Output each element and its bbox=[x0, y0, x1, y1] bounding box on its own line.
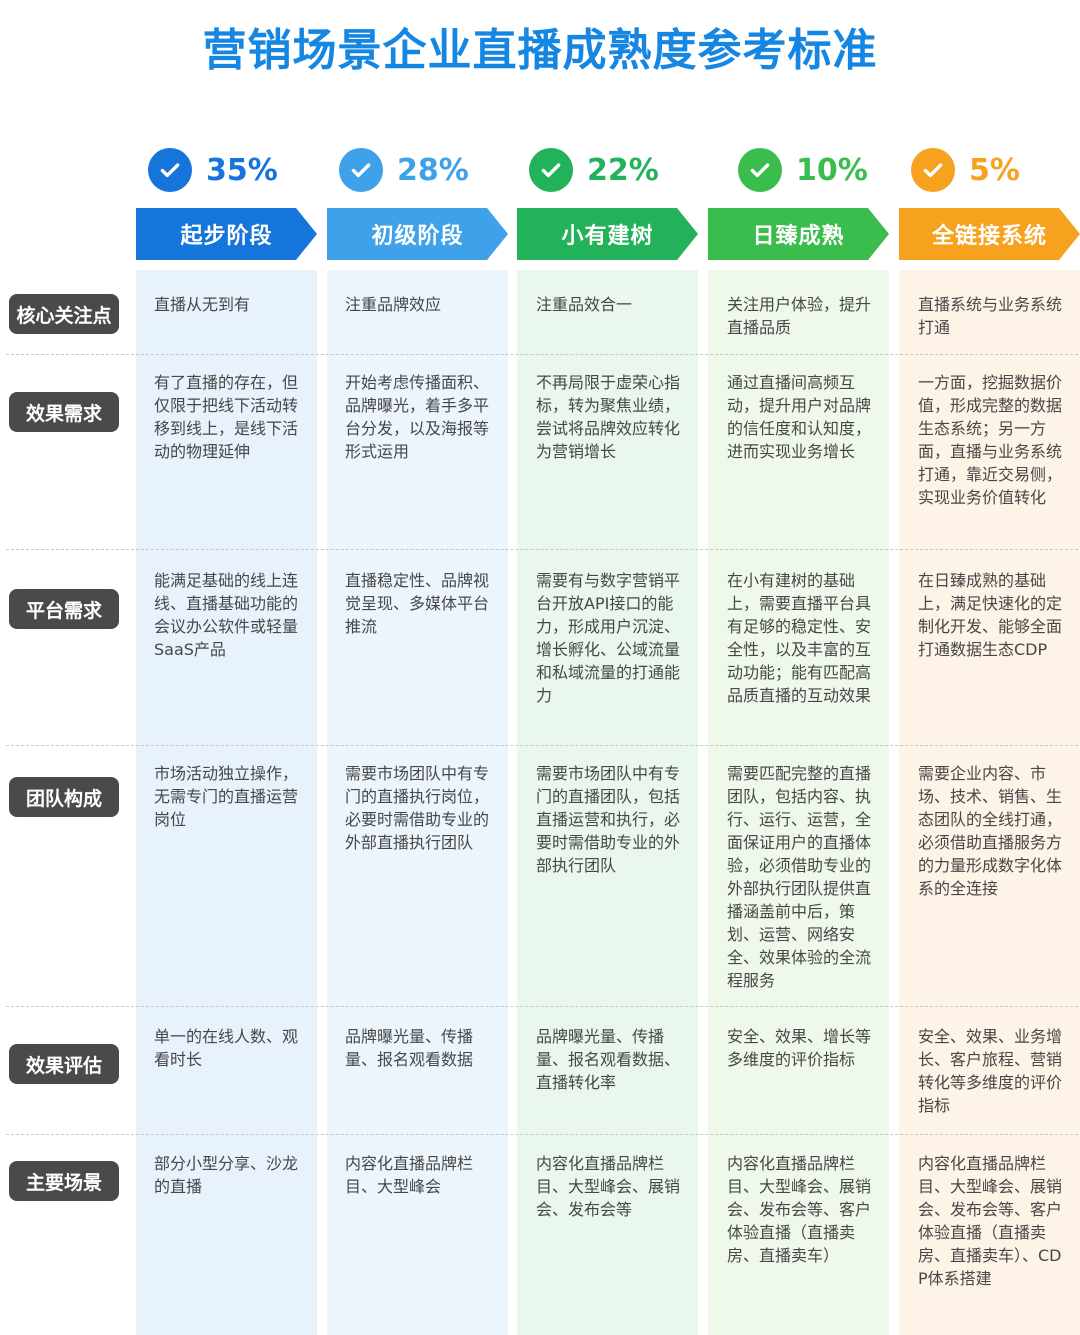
stage-label-1: 起步阶段 bbox=[136, 208, 317, 260]
cell-focus-3: 注重品效合一 bbox=[536, 295, 633, 314]
cell-platform-5: 在日臻成熟的基础上，满足快速化的定制化开发、能够全面打通数据生态CDP bbox=[918, 571, 1063, 659]
row-divider bbox=[6, 745, 1078, 746]
cell-scenario-1: 部分小型分享、沙龙的直播 bbox=[154, 1154, 299, 1196]
cell-focus-1: 直播从无到有 bbox=[154, 295, 251, 314]
percent-value: 22% bbox=[587, 152, 659, 188]
stage-label-4: 日臻成熟 bbox=[708, 208, 889, 260]
stage-percent-2: 28% bbox=[327, 147, 508, 193]
row-label-platform-needs: 平台需求 bbox=[9, 589, 119, 629]
cell-scenario-3: 内容化直播品牌栏目、大型峰会、展销会、发布会等 bbox=[536, 1154, 681, 1219]
cell-evaluation-3: 品牌曝光量、传播量、报名观看数据、直播转化率 bbox=[536, 1027, 681, 1092]
column-background-5 bbox=[899, 270, 1080, 1335]
column-background-4 bbox=[708, 270, 889, 1335]
stage-label-3: 小有建树 bbox=[517, 208, 698, 260]
cell-platform-1: 能满足基础的线上连线、直播基础功能的会议办公软件或轻量SaaS产品 bbox=[154, 571, 299, 659]
cell-effect-4: 通过直播间高频互动，提升用户对品牌的信任度和认知度，进而实现业务增长 bbox=[727, 373, 872, 461]
cell-platform-2: 直播稳定性、品牌视觉呈现、多媒体平台推流 bbox=[345, 571, 490, 636]
percent-value: 28% bbox=[397, 152, 469, 188]
row-label-focus: 核心关注点 bbox=[9, 294, 119, 334]
cell-team-2: 需要市场团队中有专门的直播执行岗位，必要时需借助专业的外部直播执行团队 bbox=[345, 764, 490, 852]
stage-label-5: 全链接系统 bbox=[899, 208, 1080, 260]
cell-platform-3: 需要有与数字营销平台开放API接口的能力，形成用户沉淀、增长孵化、公域流量和私域… bbox=[536, 571, 681, 705]
stage-percent-4: 10% bbox=[726, 147, 907, 193]
check-circle-icon bbox=[911, 148, 955, 192]
cell-team-5: 需要企业内容、市场、技术、销售、生态团队的全线打通，必须借助直播服务方的力量形成… bbox=[918, 764, 1063, 898]
check-circle-icon bbox=[148, 148, 192, 192]
column-background-1 bbox=[136, 270, 317, 1335]
stage-label-2: 初级阶段 bbox=[327, 208, 508, 260]
cell-focus-2: 注重品牌效应 bbox=[345, 295, 442, 314]
row-label-team: 团队构成 bbox=[9, 777, 119, 817]
stage-percent-5: 5% bbox=[899, 147, 1080, 193]
cell-evaluation-1: 单一的在线人数、观看时长 bbox=[154, 1027, 299, 1069]
cell-effect-2: 开始考虑传播面积、品牌曝光，着手多平台分发，以及海报等形式运用 bbox=[345, 373, 490, 461]
column-background-3 bbox=[517, 270, 698, 1335]
check-circle-icon bbox=[738, 148, 782, 192]
cell-effect-3: 不再局限于虚荣心指标，转为聚焦业绩，尝试将品牌效应转化为营销增长 bbox=[536, 373, 681, 461]
cell-platform-4: 在小有建树的基础上，需要直播平台具有足够的稳定性、安全性，以及丰富的互动功能；能… bbox=[727, 571, 872, 705]
row-label-effect-needs: 效果需求 bbox=[9, 392, 119, 432]
page-title: 营销场景企业直播成熟度参考标准 bbox=[202, 25, 878, 76]
cell-focus-4: 关注用户体验，提升直播品质 bbox=[727, 295, 872, 337]
check-circle-icon bbox=[339, 148, 383, 192]
cell-evaluation-2: 品牌曝光量、传播量、报名观看数据 bbox=[345, 1027, 474, 1069]
cell-evaluation-5: 安全、效果、业务增长、客户旅程、营销转化等多维度的评价指标 bbox=[918, 1027, 1063, 1115]
row-divider bbox=[6, 1134, 1078, 1135]
cell-focus-5: 直播系统与业务系统打通 bbox=[918, 295, 1063, 337]
cell-team-4: 需要匹配完整的直播团队，包括内容、执行、运行、运营，全面保证用户的直播体验，必须… bbox=[727, 764, 872, 990]
row-label-evaluation: 效果评估 bbox=[9, 1044, 119, 1084]
check-circle-icon bbox=[529, 148, 573, 192]
percent-value: 10% bbox=[796, 152, 868, 188]
cell-scenario-2: 内容化直播品牌栏目、大型峰会 bbox=[345, 1154, 474, 1196]
cell-scenario-4: 内容化直播品牌栏目、大型峰会、展销会、发布会等、客户体验直播（直播卖房、直播卖车… bbox=[727, 1154, 872, 1265]
stage-percent-3: 22% bbox=[517, 147, 698, 193]
stage-percent-1: 35% bbox=[136, 147, 317, 193]
percent-value: 35% bbox=[206, 152, 278, 188]
column-background-2 bbox=[327, 270, 508, 1335]
cell-team-3: 需要市场团队中有专门的直播团队，包括直播运营和执行，必要时需借助专业的外部执行团… bbox=[536, 764, 681, 875]
cell-evaluation-4: 安全、效果、增长等多维度的评价指标 bbox=[727, 1027, 872, 1069]
row-divider bbox=[6, 549, 1078, 550]
row-divider bbox=[6, 1006, 1078, 1007]
cell-effect-1: 有了直播的存在，但仅限于把线下活动转移到线上，是线下活动的物理延伸 bbox=[154, 373, 299, 461]
cell-scenario-5: 内容化直播品牌栏目、大型峰会、展销会、发布会等、客户体验直播（直播卖房、直播卖车… bbox=[918, 1154, 1063, 1288]
row-label-scenarios: 主要场景 bbox=[9, 1161, 119, 1201]
row-divider bbox=[6, 354, 1078, 355]
cell-effect-5: 一方面，挖掘数据价值，形成完整的数据生态系统；另一方面，直播与业务系统打通，靠近… bbox=[918, 373, 1063, 507]
cell-team-1: 市场活动独立操作，无需专门的直播运营岗位 bbox=[154, 764, 299, 829]
percent-value: 5% bbox=[969, 152, 1020, 188]
